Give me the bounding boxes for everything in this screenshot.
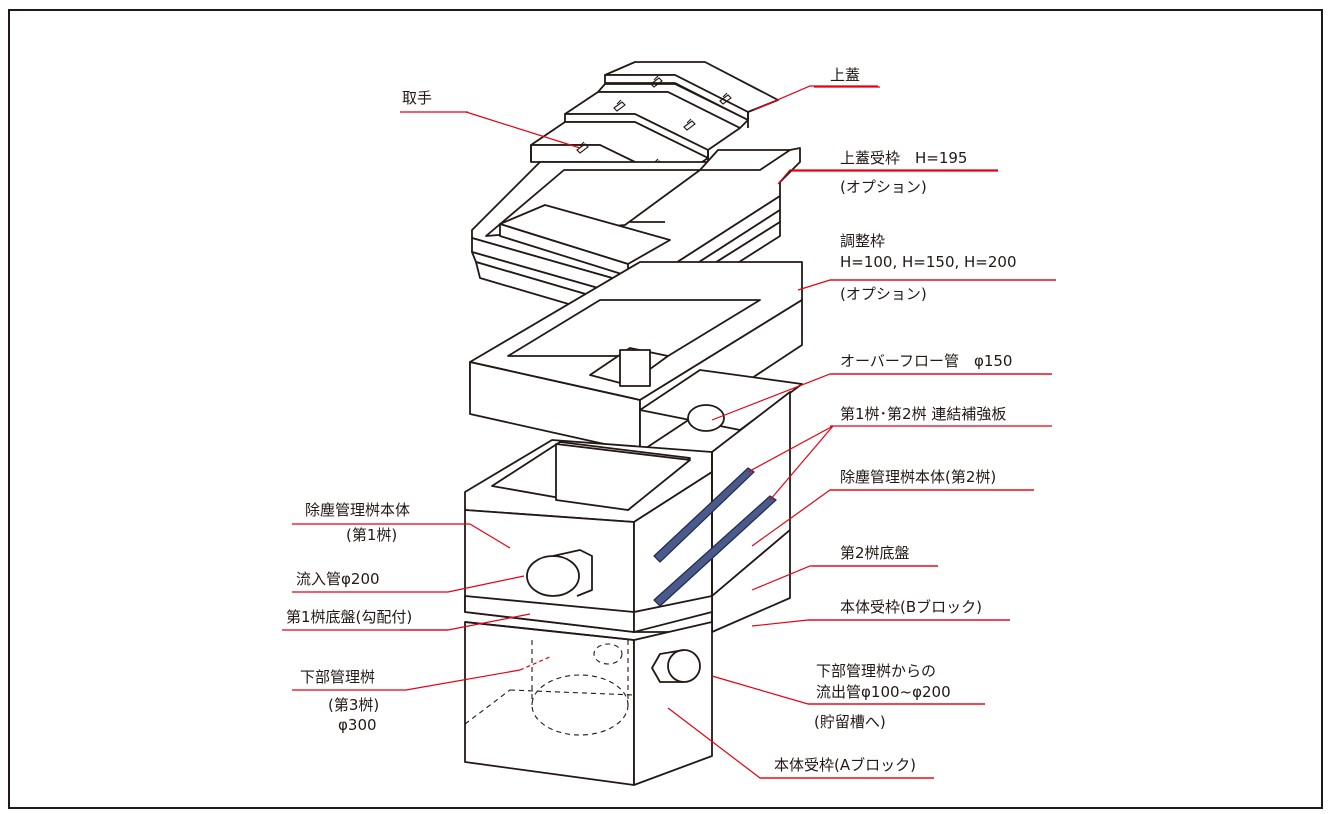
label-second-base: 第2桝底盤	[840, 544, 910, 562]
lower-pit	[464, 621, 713, 786]
label-first-base: 第1桝底盤(勾配付)	[286, 608, 412, 626]
label-outlet-2: 流出管φ100~φ200	[816, 683, 951, 701]
label-lid-frame-option: (オプション)	[840, 178, 927, 196]
labels: 上蓋 取手 上蓋受枠 H=195 (オプション) 調整枠 H=100, H=15…	[286, 66, 1017, 774]
label-outlet-3: (貯留槽へ)	[814, 713, 886, 731]
main-body	[464, 369, 803, 633]
label-body-frame-a: 本体受枠(Aブロック)	[774, 756, 916, 774]
label-lower-pit: 下部管理桝	[300, 668, 375, 686]
label-handle: 取手	[402, 89, 432, 107]
label-lower-pit-sub: (第3桝)	[328, 696, 379, 714]
label-adjust-frame: 調整枠	[840, 232, 885, 250]
label-inlet-pipe: 流入管φ200	[296, 570, 380, 588]
label-lid-frame: 上蓋受枠 H=195	[840, 149, 967, 167]
label-underlines	[282, 86, 1056, 779]
label-outlet-1: 下部管理桝からの	[816, 662, 936, 680]
label-adjust-frame-heights: H=100, H=150, H=200	[840, 253, 1017, 271]
label-overflow-pipe: オーバーフロー管 φ150	[840, 352, 1012, 370]
label-lower-pit-dia: φ300	[338, 716, 377, 734]
diagram-frame	[8, 9, 1323, 809]
label-body-first-sub: (第1桝)	[346, 526, 397, 544]
reinforcement-plates	[653, 467, 777, 607]
label-top-lid: 上蓋	[830, 66, 860, 84]
label-body-frame-b: 本体受枠(Bブロック)	[840, 598, 982, 616]
label-reinforcement-plate: 第1桝･第2桝 連結補強板	[840, 405, 1006, 423]
adjust-frame	[469, 261, 803, 453]
label-adjust-frame-option: (オプション)	[840, 285, 927, 303]
label-body-second: 除塵管理桝本体(第2桝)	[840, 468, 996, 486]
label-body-first: 除塵管理桝本体	[305, 501, 410, 519]
